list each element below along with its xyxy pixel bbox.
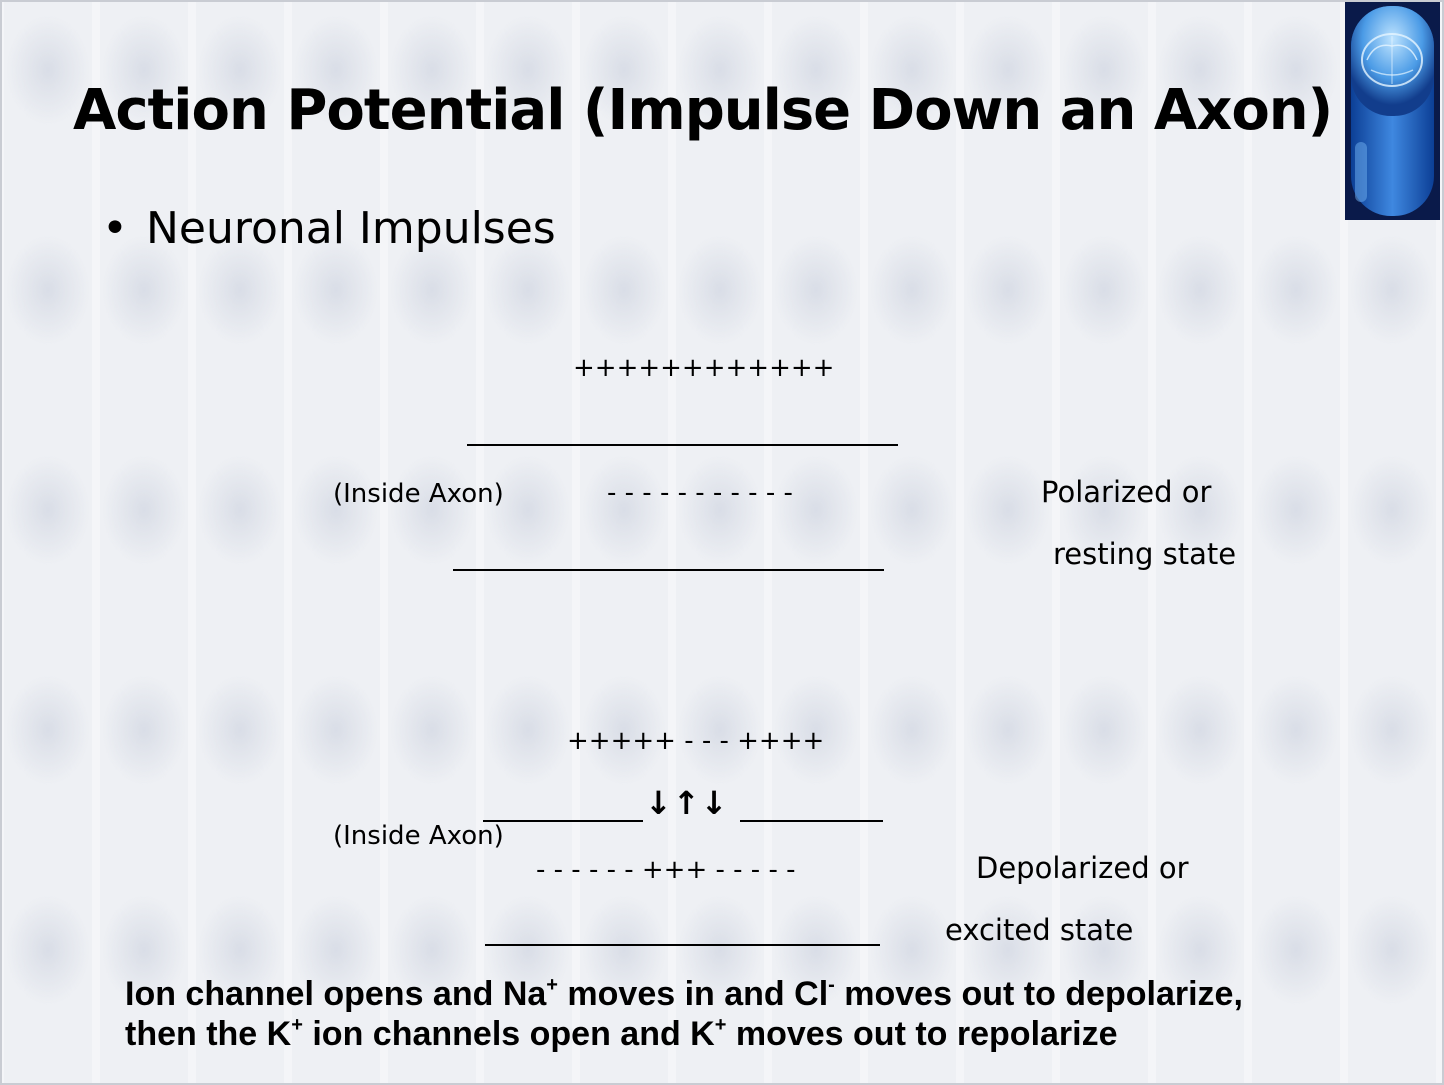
depolarized-upper-membrane-right bbox=[740, 820, 883, 822]
ion-flow-arrows-icon: ↓↑↓ bbox=[645, 784, 729, 822]
brain-capsule-logo-icon bbox=[1345, 2, 1440, 220]
slide-title: Action Potential (Impulse Down an Axon) bbox=[73, 78, 1333, 143]
depolarized-outer-charges: +++++ - - - ++++ bbox=[567, 726, 825, 756]
resting-state-label-1: Polarized or bbox=[1041, 475, 1212, 509]
resting-upper-membrane bbox=[467, 444, 898, 446]
bullet-item: • Neuronal Impulses bbox=[102, 203, 556, 254]
explanation-text: Ion channel opens and Na+ moves in and C… bbox=[125, 974, 1243, 1054]
depolarized-inside-axon-label: (Inside Axon) bbox=[333, 821, 504, 851]
explanation-line-1: Ion channel opens and Na+ moves in and C… bbox=[125, 974, 1243, 1013]
depolarized-inside-charges: - - - - - - +++ - - - - - bbox=[536, 855, 796, 885]
depolarized-state-label-2: excited state bbox=[945, 913, 1134, 947]
depolarized-state-label-1: Depolarized or bbox=[976, 851, 1189, 885]
bullet-dot: • bbox=[102, 203, 128, 254]
resting-lower-membrane bbox=[453, 569, 884, 571]
bullet-text: Neuronal Impulses bbox=[145, 203, 556, 254]
depolarized-lower-membrane bbox=[485, 944, 880, 946]
resting-state-label-2: resting state bbox=[1053, 537, 1237, 571]
depolarized-upper-membrane-left bbox=[483, 820, 643, 822]
explanation-line-2: then the K+ ion channels open and K+ mov… bbox=[125, 1014, 1118, 1053]
resting-inside-axon-label: (Inside Axon) bbox=[333, 479, 504, 509]
resting-outer-charges: ++++++++++++ bbox=[573, 353, 835, 383]
resting-inside-charges: - - - - - - - - - - - bbox=[607, 478, 793, 508]
